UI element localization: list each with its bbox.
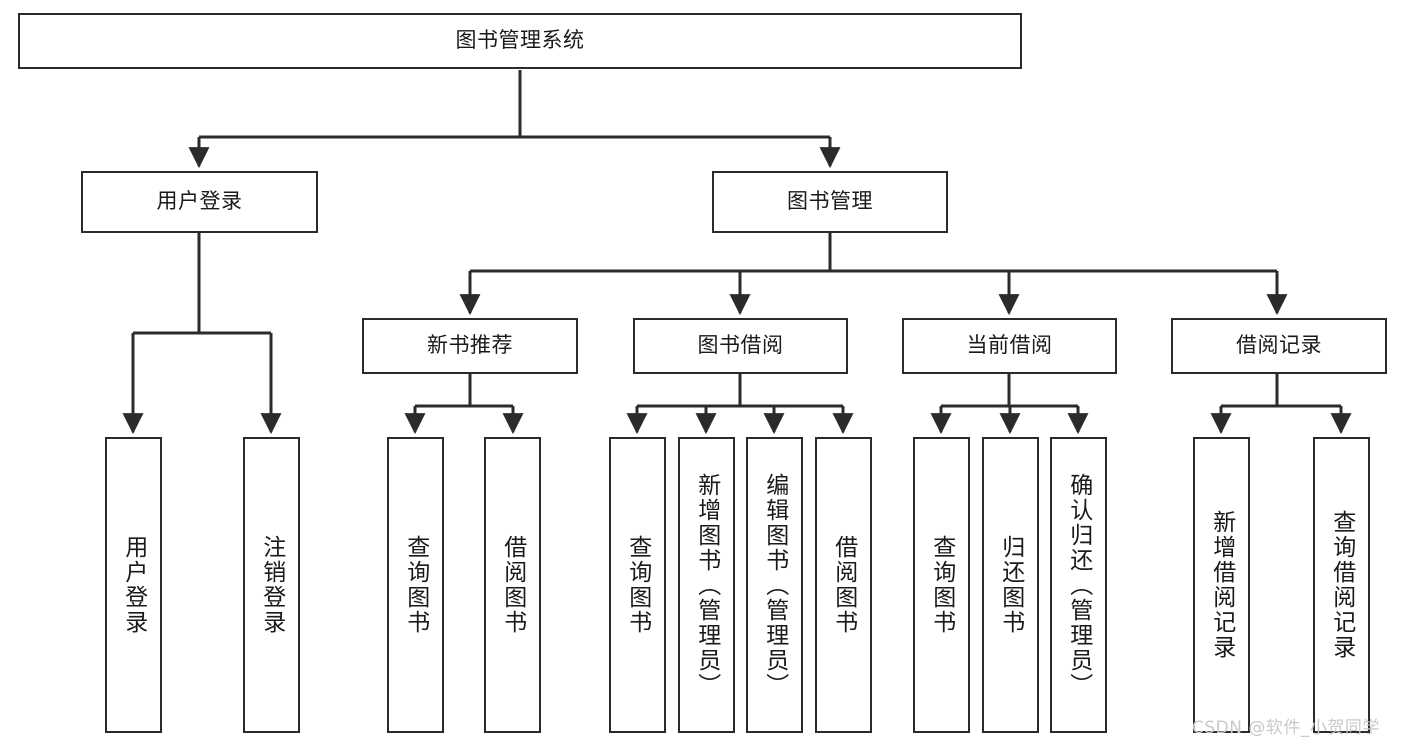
node-leaf-user-login-label: 用户登录 xyxy=(120,535,147,635)
node-leaf-logout-label: 注销登录 xyxy=(258,535,285,635)
node-leaf-return-book-label: 归还图书 xyxy=(997,535,1024,635)
node-leaf-add-record[interactable]: 新增借阅记录 xyxy=(1193,437,1250,733)
node-borrow-record[interactable]: 借阅记录 xyxy=(1171,318,1387,374)
csdn-watermark: CSDN @软件_小贺同学 xyxy=(1192,718,1380,738)
node-book-manage-label: 图书管理 xyxy=(787,189,873,214)
node-book-manage[interactable]: 图书管理 xyxy=(712,171,948,233)
node-book-borrow-label: 图书借阅 xyxy=(697,333,784,358)
node-leaf-query-book-1-label: 查询图书 xyxy=(402,535,429,635)
node-new-book-recommend-label: 新书推荐 xyxy=(427,333,513,358)
node-leaf-query-book-3-label: 查询图书 xyxy=(928,535,955,635)
node-leaf-add-book[interactable]: 新增图书（管理员） xyxy=(678,437,735,733)
node-leaf-edit-book[interactable]: 编辑图书（管理员） xyxy=(746,437,803,733)
node-leaf-query-book-1[interactable]: 查询图书 xyxy=(387,437,444,733)
node-current-borrow[interactable]: 当前借阅 xyxy=(902,318,1117,374)
node-borrow-record-label: 借阅记录 xyxy=(1236,333,1322,358)
node-leaf-borrow-book-2-label: 借阅图书 xyxy=(830,535,857,635)
node-book-borrow[interactable]: 图书借阅 xyxy=(633,318,848,374)
node-leaf-borrow-book-2[interactable]: 借阅图书 xyxy=(815,437,872,733)
node-leaf-query-book-2-label: 查询图书 xyxy=(624,535,651,635)
node-leaf-confirm-return-label: 确认归还（管理员） xyxy=(1065,472,1092,698)
node-leaf-borrow-book-1[interactable]: 借阅图书 xyxy=(484,437,541,733)
node-leaf-borrow-book-1-label: 借阅图书 xyxy=(499,535,526,635)
node-leaf-user-login[interactable]: 用户登录 xyxy=(105,437,162,733)
node-leaf-query-book-2[interactable]: 查询图书 xyxy=(609,437,666,733)
node-leaf-query-record[interactable]: 查询借阅记录 xyxy=(1313,437,1370,733)
node-leaf-edit-book-label: 编辑图书（管理员） xyxy=(761,472,788,698)
node-leaf-add-book-label: 新增图书（管理员） xyxy=(693,472,720,698)
node-leaf-return-book[interactable]: 归还图书 xyxy=(982,437,1039,733)
node-leaf-confirm-return[interactable]: 确认归还（管理员） xyxy=(1050,437,1107,733)
node-new-book-recommend[interactable]: 新书推荐 xyxy=(362,318,578,374)
node-leaf-query-book-3[interactable]: 查询图书 xyxy=(913,437,970,733)
node-current-borrow-label: 当前借阅 xyxy=(966,333,1053,358)
node-leaf-logout[interactable]: 注销登录 xyxy=(243,437,300,733)
node-user-login-label: 用户登录 xyxy=(156,189,243,214)
node-root-label: 图书管理系统 xyxy=(455,28,585,53)
node-leaf-add-record-label: 新增借阅记录 xyxy=(1208,510,1235,660)
node-leaf-query-record-label: 查询借阅记录 xyxy=(1328,510,1355,660)
node-root[interactable]: 图书管理系统 xyxy=(18,13,1022,69)
node-user-login[interactable]: 用户登录 xyxy=(81,171,318,233)
